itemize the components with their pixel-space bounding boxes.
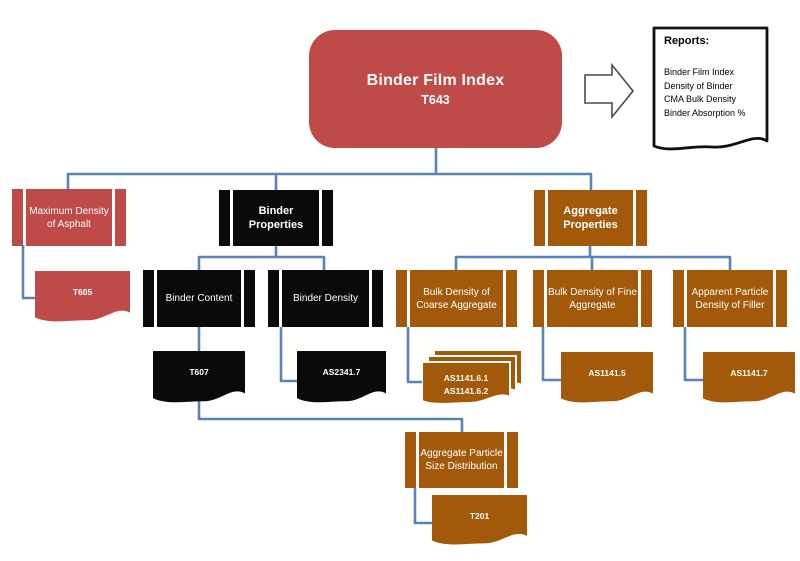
side-bar bbox=[636, 190, 647, 246]
document-as1141-7: AS1141.7 bbox=[703, 352, 795, 407]
side-bar bbox=[115, 189, 126, 246]
node-label: Binder Properties bbox=[233, 190, 319, 246]
reports-note: Reports: Binder Film Index Density of Bi… bbox=[652, 26, 772, 160]
root-title: Binder Film Index bbox=[366, 71, 505, 89]
node-label: Bulk Density of Fine Aggregate bbox=[547, 270, 638, 327]
document-label: AS1141.6.1 bbox=[443, 373, 489, 383]
document-stack-shape bbox=[422, 350, 522, 405]
connector-as1141-6 bbox=[406, 327, 423, 384]
reports-list: Binder Film Index Density of Binder CMA … bbox=[664, 66, 746, 120]
connector-t605 bbox=[21, 245, 36, 300]
document-label: AS1141.6.2 bbox=[443, 386, 489, 396]
document-as2341-7: AS2341.7 bbox=[297, 351, 386, 407]
flow-arrow-icon bbox=[584, 62, 635, 120]
document-shape bbox=[153, 351, 245, 403]
side-bar bbox=[322, 190, 333, 246]
node-label: Binder Content bbox=[157, 270, 241, 327]
reports-item: Binder Absorption % bbox=[664, 107, 746, 118]
reports-note-shape bbox=[652, 26, 769, 151]
side-bar bbox=[12, 189, 23, 246]
connector-t201 bbox=[413, 488, 433, 525]
side-bar bbox=[534, 190, 545, 246]
document-shape bbox=[561, 352, 653, 403]
node-label: Aggregate Particle Size Distribution bbox=[419, 432, 504, 488]
document-t201: T201 bbox=[432, 495, 527, 549]
document-label: T201 bbox=[469, 510, 490, 521]
document-as1141-5: AS1141.5 bbox=[561, 352, 653, 407]
document-label: T607 bbox=[189, 367, 209, 378]
document-shape bbox=[703, 352, 795, 403]
connector-aggregate-children bbox=[454, 246, 732, 270]
connector-binder-children bbox=[197, 246, 326, 270]
document-shape bbox=[297, 351, 386, 403]
side-bar bbox=[776, 270, 787, 327]
document-label: AS1141.7 bbox=[730, 367, 768, 378]
connector-as1141-5 bbox=[541, 327, 562, 382]
side-bar bbox=[219, 190, 230, 246]
side-bar bbox=[143, 270, 154, 327]
document-shape bbox=[432, 495, 527, 545]
document-t605: T605 bbox=[35, 271, 130, 326]
root-code: T643 bbox=[421, 92, 450, 107]
connector-as1141-7 bbox=[683, 327, 704, 382]
side-bar bbox=[641, 270, 652, 327]
connector-as2341 bbox=[279, 327, 298, 383]
side-bar bbox=[372, 270, 383, 327]
reports-item: CMA Bulk Density bbox=[664, 94, 737, 104]
node-maximum-density-of-asphalt: Maximum Density of Asphalt bbox=[12, 189, 126, 246]
side-bar bbox=[673, 270, 684, 327]
node-aggregate-properties: Aggregate Properties bbox=[534, 190, 647, 246]
document-label: AS2341.7 bbox=[322, 367, 361, 378]
node-aggregate-particle-size-distribution: Aggregate Particle Size Distribution bbox=[405, 432, 518, 488]
node-apparent-particle-density-filler: Apparent Particle Density of Filler bbox=[673, 270, 787, 327]
side-bar bbox=[244, 270, 255, 327]
node-label: Aggregate Properties bbox=[548, 190, 633, 246]
document-shape bbox=[35, 271, 130, 322]
node-binder-density: Binder Density bbox=[268, 270, 383, 327]
node-binder-properties: Binder Properties bbox=[219, 190, 333, 246]
document-label: T605 bbox=[72, 286, 93, 297]
side-bar bbox=[405, 432, 416, 488]
node-label: Maximum Density of Asphalt bbox=[26, 189, 112, 246]
node-bulk-density-fine-aggregate: Bulk Density of Fine Aggregate bbox=[533, 270, 652, 327]
reports-item: Density of Binder bbox=[664, 80, 733, 91]
document-stack-labels: AS1141.6.1 AS1141.6.2 bbox=[422, 362, 510, 408]
node-label: Binder Density bbox=[282, 270, 369, 327]
side-bar bbox=[506, 270, 517, 327]
node-bulk-density-coarse-aggregate: Bulk Density of Coarse Aggregate bbox=[396, 270, 517, 327]
side-bar bbox=[533, 270, 544, 327]
document-label: AS1141.5 bbox=[588, 367, 626, 378]
node-binder-content: Binder Content bbox=[143, 270, 255, 327]
node-label: Bulk Density of Coarse Aggregate bbox=[410, 270, 503, 327]
reports-title: Reports: bbox=[664, 35, 710, 47]
node-label: Apparent Particle Density of Filler bbox=[687, 270, 773, 327]
side-bar bbox=[396, 270, 407, 327]
side-bar bbox=[268, 270, 279, 327]
side-bar bbox=[507, 432, 518, 488]
node-binder-film-index: Binder Film Index T643 bbox=[309, 30, 562, 148]
document-stack-as1141-6: AS1141.6.1 AS1141.6.2 bbox=[422, 350, 522, 408]
reports-item: Binder Film Index bbox=[664, 67, 735, 77]
document-t607: T607 bbox=[153, 351, 245, 407]
connector-level1 bbox=[66, 172, 593, 190]
